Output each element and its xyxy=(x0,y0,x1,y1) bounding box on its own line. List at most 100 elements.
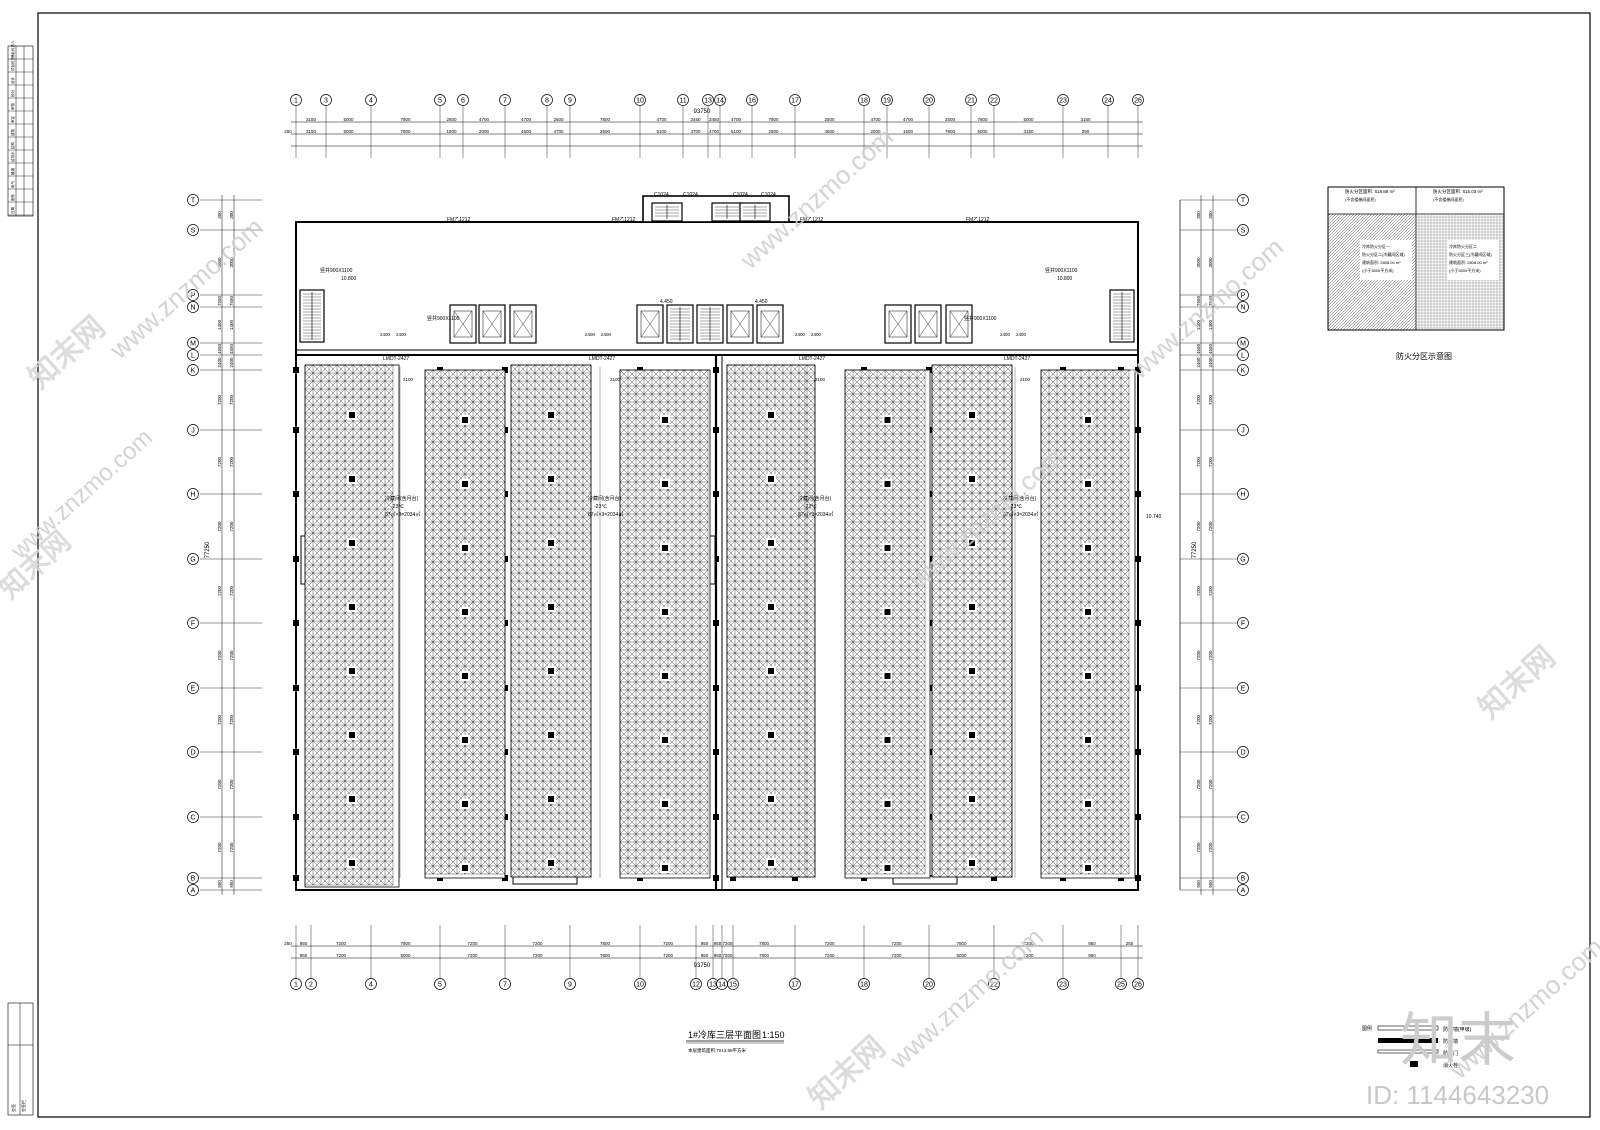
grid-bubble-top-23-label: 23 xyxy=(1059,98,1067,105)
dim-top-row2: 7800 xyxy=(945,129,956,134)
grid-bubble-top-14: 14 xyxy=(714,94,726,106)
rack-column xyxy=(462,673,468,679)
dim-top-row1: 2500 xyxy=(824,117,835,122)
left-strip-row-5: 审核 xyxy=(10,103,15,110)
rack-column xyxy=(462,865,468,871)
dim-left: 2400 xyxy=(217,357,222,368)
fm-label-4: FM乙1212 xyxy=(966,216,990,223)
rack-column xyxy=(884,737,891,743)
zone1-line-1: 冷库防火分区一 xyxy=(1362,243,1390,249)
dim-right: 7200 xyxy=(1196,456,1201,467)
dim-right: 7200 xyxy=(1196,394,1201,405)
grid-bubble-top-19-label: 19 xyxy=(883,98,891,105)
grid-bubble-bottom-4: 4 xyxy=(365,978,377,990)
grid-bubble-right-L-label: L xyxy=(1241,353,1245,360)
dim-top-row2: 5000 xyxy=(977,129,988,134)
column xyxy=(713,749,719,755)
dim-2400: 2400 xyxy=(1016,332,1027,337)
elevator-13 xyxy=(945,304,973,344)
grid-bubble-left-F-label: F xyxy=(191,621,195,628)
elevator-11 xyxy=(884,304,912,344)
grid-bubble-bottom-1-label: 1 xyxy=(294,982,298,989)
rack-grid xyxy=(619,369,709,875)
grid-bubble-left-M-label: M xyxy=(190,341,196,348)
dim-top-row2: 4700 xyxy=(553,129,564,134)
rack-block-2 xyxy=(424,369,506,879)
dim-right: 1400 xyxy=(1196,319,1201,330)
dim-top-row2: 4500 xyxy=(521,129,532,134)
dim-left: 300 xyxy=(217,211,222,219)
dim-right: 7200 xyxy=(1208,585,1213,596)
grid-bubble-bottom-10-label: 10 xyxy=(636,982,644,989)
rack-column xyxy=(1085,481,1091,487)
grid-bubble-right-D-label: D xyxy=(1240,750,1245,757)
grid-bubble-left-E-label: E xyxy=(191,686,196,693)
grid-bubble-top-24-label: 24 xyxy=(1104,98,1112,105)
zone1-header: 防火分区面积: 818.88 m² xyxy=(1345,188,1395,195)
dim-bottom-row1: 950 xyxy=(300,941,308,946)
dim-bottom-row1: 7200 xyxy=(663,941,674,946)
dim-2400: 2400 xyxy=(811,332,822,337)
elevator-6 xyxy=(636,304,664,344)
rack-column xyxy=(662,609,668,615)
dim-left: 7550 xyxy=(229,295,234,306)
grid-bubble-right-T-label: T xyxy=(1241,198,1246,205)
grid-bubble-bottom-20-label: 20 xyxy=(925,982,933,989)
rack-column xyxy=(768,796,774,802)
grid-bubble-bottom-15-label: 15 xyxy=(729,982,737,989)
dim-left: 7200 xyxy=(217,456,222,467)
grid-bubble-left-D-label: D xyxy=(190,750,195,757)
grid-bubble-top-9: 9 xyxy=(564,94,576,106)
overall-dim-top: 93750 xyxy=(694,109,711,115)
vertical-dim-left: 77250 xyxy=(205,541,211,558)
grid-bubble-right-H-label: H xyxy=(1240,492,1245,499)
watermark-brand: 知末 xyxy=(1400,1006,1516,1074)
dim-top-row2: 1500 xyxy=(903,129,914,134)
level-right: 10.740 xyxy=(1146,514,1162,520)
dim-left: 1400 xyxy=(229,319,234,330)
grid-bubble-right-C: C xyxy=(1237,811,1249,823)
grid-bubble-top-21: 21 xyxy=(965,94,977,106)
dim-bottom-row2: 950 xyxy=(1088,953,1096,958)
rack-block-6 xyxy=(844,369,931,879)
rack-column xyxy=(548,412,554,418)
rack-column xyxy=(548,668,554,674)
elevator-3 xyxy=(449,304,477,344)
dim-right: 950 xyxy=(1196,880,1201,888)
line xyxy=(453,310,473,338)
dim-right: 4550 xyxy=(1196,343,1201,354)
grid-bubble-bottom-5: 5 xyxy=(434,978,446,990)
grid-bubble-top-13-label: 13 xyxy=(704,98,712,105)
grid-bubble-right-S: S xyxy=(1237,224,1249,236)
dim-top-row1: 5000 xyxy=(1023,117,1034,122)
grid-bubble-top-23: 23 xyxy=(1057,94,1069,106)
grid-bubble-bottom-17-label: 17 xyxy=(791,982,799,989)
dim-left: 4550 xyxy=(217,343,222,354)
grid-bubble-top-5: 5 xyxy=(434,94,446,106)
dim-right: 7200 xyxy=(1196,842,1201,853)
rack-column xyxy=(969,604,975,610)
rack-column xyxy=(662,481,668,487)
fm-label-3: FM乙1212 xyxy=(800,216,824,223)
dim-right: 7200 xyxy=(1196,521,1201,532)
rack-block-4 xyxy=(619,369,711,879)
elevator-10 xyxy=(756,304,784,344)
rack-column xyxy=(768,476,774,482)
room-temp-1: -23℃ xyxy=(594,504,607,510)
grid-bubble-bottom-23-label: 23 xyxy=(1059,982,1067,989)
dim-top-row2: 1500 xyxy=(446,129,457,134)
grid-bubble-left-S: S xyxy=(187,224,199,236)
room-area-1: 87㎡×3=2034㎡ xyxy=(588,511,623,518)
grid-bubble-bottom-25-label: 25 xyxy=(1117,982,1125,989)
dim-top-row1: 7800 xyxy=(768,117,779,122)
column xyxy=(713,427,719,433)
grid-bubble-left-B-label: B xyxy=(191,876,196,883)
dim-right: 2400 xyxy=(1208,357,1213,368)
dim-bottom-row2: 7200 xyxy=(1023,953,1034,958)
column xyxy=(293,367,299,373)
rack-column xyxy=(462,737,468,743)
column xyxy=(1135,685,1141,691)
rack-column xyxy=(548,476,554,482)
